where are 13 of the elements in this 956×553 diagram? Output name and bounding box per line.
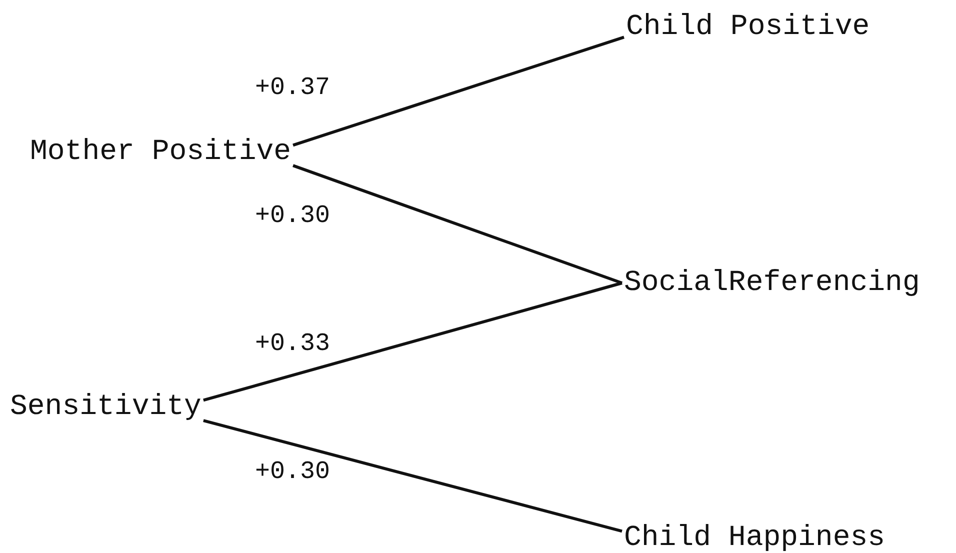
edge-label: +0.37 <box>255 74 330 102</box>
edge-label: +0.30 <box>255 202 330 230</box>
edge-label: +0.30 <box>255 458 330 486</box>
node-label: Sensitivity <box>8 390 204 424</box>
node-label: Mother Positive <box>28 135 294 169</box>
node-label: Child Happiness <box>622 521 888 553</box>
edge-label: +0.33 <box>255 330 330 358</box>
connector-line <box>292 36 624 147</box>
node-label: Child Positive <box>624 10 872 44</box>
connector-line <box>292 164 622 284</box>
node-label: SocialReferencing <box>622 266 922 300</box>
connector-line <box>203 282 622 402</box>
connector-line <box>203 419 622 533</box>
